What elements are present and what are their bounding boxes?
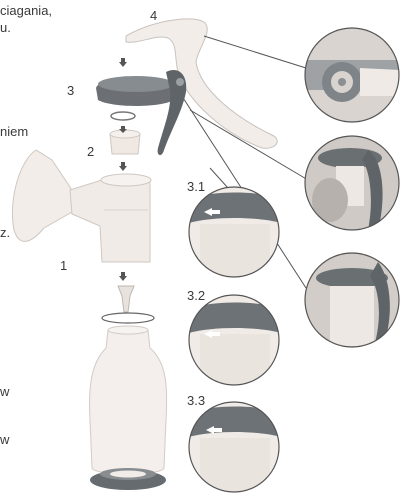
step-label-3-1: 3.1 (187, 179, 205, 194)
valve-cap-part (110, 130, 140, 154)
part-label-2: 2 (87, 144, 94, 159)
part-label-1: 1 (60, 258, 67, 273)
valve-part (118, 286, 134, 312)
detail-circle-lever-press (300, 135, 400, 235)
detail-circle-step-3-2 (185, 293, 285, 394)
detail-circle-lever-lock (300, 252, 400, 352)
pump-lid-part (96, 70, 186, 155)
detail-circle-handle-attach (300, 25, 400, 125)
step-label-3-3: 3.3 (187, 393, 205, 408)
bottle-part (90, 326, 167, 474)
part-label-3: 3 (67, 83, 74, 98)
detail-circle-step-3-1 (185, 185, 285, 284)
ring-part (111, 112, 135, 120)
step-label-3-2: 3.2 (187, 288, 205, 303)
part-label-4: 4 (150, 8, 157, 23)
detail-circle-step-3-3 (185, 400, 285, 498)
pump-body-part (12, 150, 151, 262)
